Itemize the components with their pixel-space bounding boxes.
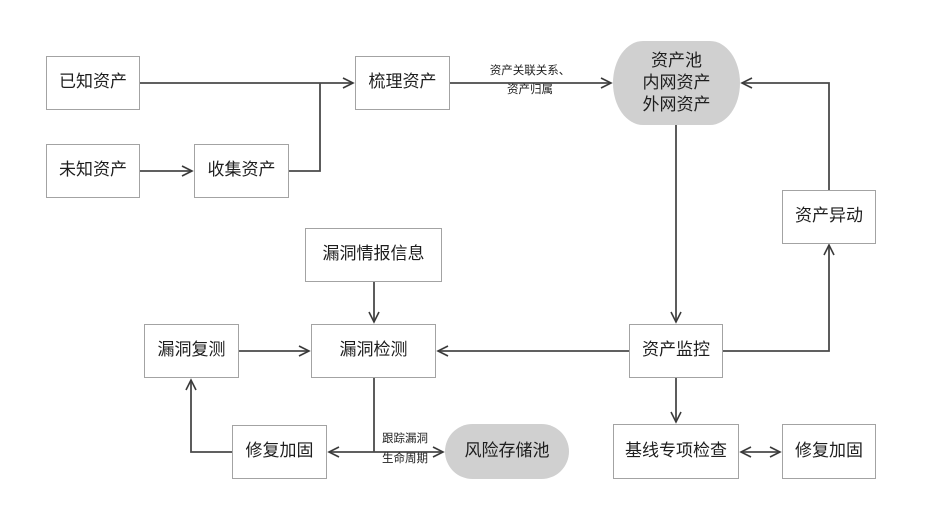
edge-repair-to-retest xyxy=(190,380,232,453)
node-repair-right[interactable]: 修复加固 xyxy=(782,424,876,479)
node-label: 已知资产 xyxy=(59,72,127,93)
node-vuln-retest[interactable]: 漏洞复测 xyxy=(144,324,239,378)
arrowhead-icon xyxy=(823,243,835,256)
node-label: 资产异动 xyxy=(795,206,863,227)
node-label: 漏洞复测 xyxy=(157,340,226,361)
node-known-assets[interactable]: 已知资产 xyxy=(46,56,140,110)
edge-label-relation: 资产关联关系、 资产归属 xyxy=(470,63,590,97)
node-label: 收集资产 xyxy=(207,160,276,181)
arrowhead-icon xyxy=(769,446,782,458)
edge-change-to-pool xyxy=(742,82,830,190)
node-collect-assets[interactable]: 收集资产 xyxy=(194,144,289,198)
node-vuln-intel[interactable]: 漏洞情报信息 xyxy=(305,228,442,282)
node-label: 资产监控 xyxy=(642,340,710,361)
node-unknown-assets[interactable]: 未知资产 xyxy=(46,144,140,198)
node-label: 基线专项检查 xyxy=(625,440,727,461)
arrowhead-icon xyxy=(670,311,682,324)
node-label: 未知资产 xyxy=(59,160,127,181)
edge-label-line: 跟踪漏洞 xyxy=(382,431,428,445)
arrowhead-icon xyxy=(185,378,197,391)
node-label: 梳理资产 xyxy=(368,72,437,93)
node-label: 资产池 xyxy=(651,50,702,71)
edge-label-line: 生命周期 xyxy=(382,450,428,465)
node-label: 漏洞检测 xyxy=(339,340,408,361)
node-label: 外网资产 xyxy=(642,95,711,116)
node-asset-monitor[interactable]: 资产监控 xyxy=(629,324,723,378)
arrowhead-icon xyxy=(600,77,613,89)
arrowhead-icon xyxy=(436,345,449,357)
arrowhead-icon xyxy=(327,446,340,458)
arrowhead-icon xyxy=(739,446,752,458)
arrowhead-icon xyxy=(181,165,194,177)
node-label: 风险存储池 xyxy=(464,440,550,461)
node-label: 内网资产 xyxy=(642,72,711,93)
arrowhead-icon xyxy=(432,446,445,458)
arrowhead-icon xyxy=(342,77,355,89)
node-organize-assets[interactable]: 梳理资产 xyxy=(355,56,450,110)
node-label: 漏洞情报信息 xyxy=(322,244,425,265)
edge-label-line: 资产关联关系、 xyxy=(489,63,571,77)
edge-label-track: 跟踪漏洞 生命周期 xyxy=(374,431,436,466)
arrowhead-icon xyxy=(740,77,753,89)
arrowhead-icon xyxy=(670,411,682,424)
node-repair-left[interactable]: 修复加固 xyxy=(232,425,327,479)
node-asset-pool[interactable]: 资产池 内网资产 外网资产 xyxy=(613,41,740,125)
edge-monitor-to-change xyxy=(723,245,830,352)
edge-label-line: 资产归属 xyxy=(507,81,553,96)
arrowhead-icon xyxy=(368,311,380,324)
edge-collect-to-organize xyxy=(289,83,321,172)
node-baseline-check[interactable]: 基线专项检查 xyxy=(613,424,739,479)
node-label: 修复加固 xyxy=(245,441,314,462)
node-asset-change[interactable]: 资产异动 xyxy=(782,190,876,244)
node-risk-pool[interactable]: 风险存储池 xyxy=(445,424,569,479)
node-vuln-detect[interactable]: 漏洞检测 xyxy=(311,324,436,378)
arrowhead-icon xyxy=(298,345,311,357)
node-label: 修复加固 xyxy=(795,440,863,461)
